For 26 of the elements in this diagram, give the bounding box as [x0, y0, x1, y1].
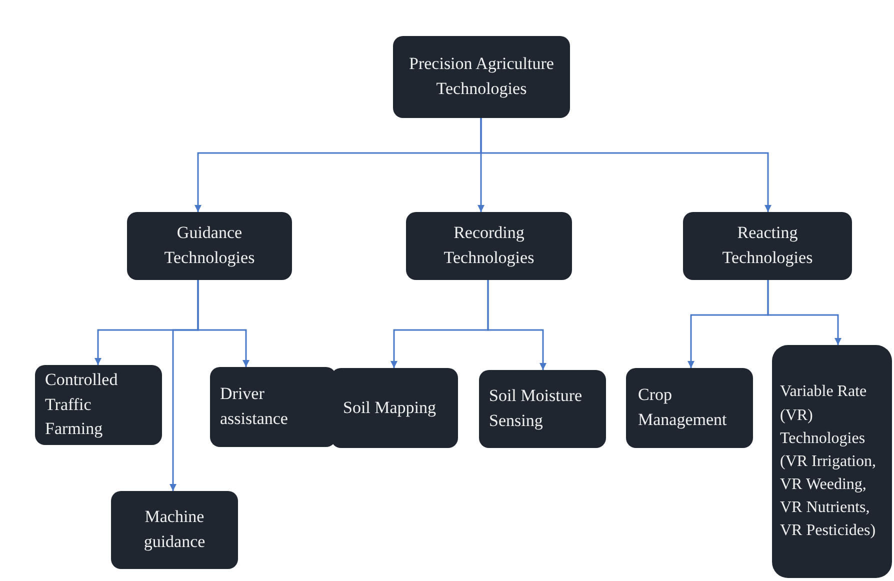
- node-label: Precision Agriculture Technologies: [408, 53, 555, 100]
- node-box: [479, 370, 606, 448]
- node-box: [111, 491, 238, 569]
- node-label: Variable Rate (VR) Technologies (VR Irrigation, VR Weeding, VR Nutrients, VR Pesticides): [780, 382, 877, 542]
- node-label: Machine guidance: [142, 506, 206, 553]
- node-label: Guidance Technologies: [163, 222, 256, 269]
- node-label: Recording Technologies: [442, 222, 536, 269]
- connector-arrow: [487, 280, 546, 370]
- connector-arrow: [767, 280, 842, 345]
- node-box: [393, 36, 570, 118]
- node-label: Driver assistance: [220, 383, 289, 430]
- node-label: Soil Moisture Sensing: [489, 385, 584, 432]
- node-box: [35, 365, 162, 445]
- node-label: Controlled Traffic Farming: [45, 369, 119, 440]
- connector-arrow: [170, 280, 199, 491]
- node-label: Crop Management: [638, 384, 728, 431]
- node-box: [210, 367, 336, 447]
- node-box: [406, 212, 572, 280]
- node-box: [683, 212, 852, 280]
- connector-arrow: [480, 118, 772, 212]
- node-box: [331, 368, 458, 448]
- node-label: Soil Mapping: [343, 396, 436, 419]
- node-label: Reacting Technologies: [721, 222, 814, 269]
- node-box: [772, 345, 892, 578]
- node-box: [626, 368, 753, 448]
- node-box: [127, 212, 292, 280]
